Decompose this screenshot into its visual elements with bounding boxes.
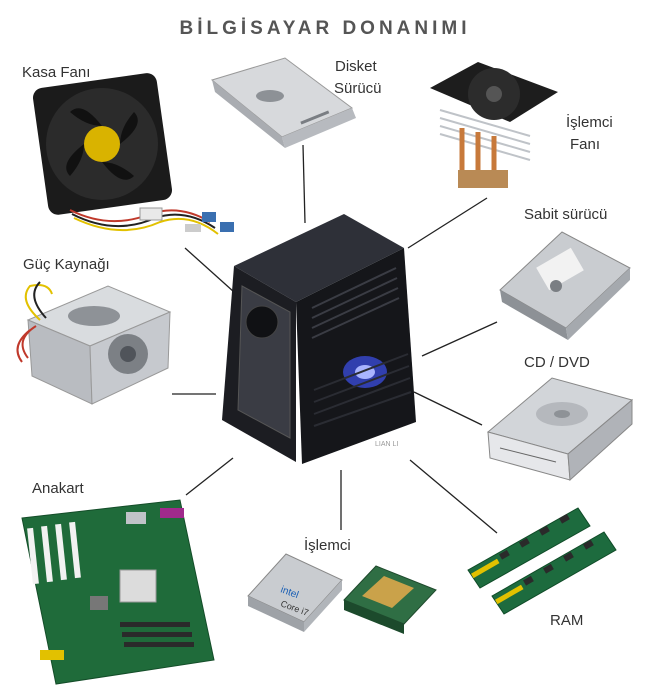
case-fan-image	[32, 73, 234, 235]
label-sabit-surucu: Sabit sürücü	[524, 206, 608, 223]
diagram-title: BİLGİSAYAR DONANIMI	[179, 18, 471, 39]
label-guc-kaynagi: Güç Kaynağı	[23, 256, 110, 273]
cpu-cooler-image	[430, 62, 558, 188]
ram-image	[467, 507, 617, 615]
connector-cd-dvd	[413, 391, 483, 426]
connector-sabit-surucu	[421, 321, 498, 357]
label-cd-dvd: CD / DVD	[524, 354, 590, 371]
connector-disket	[302, 144, 306, 224]
label-islemci: İşlemci	[304, 537, 351, 554]
motherboard-image	[21, 499, 215, 685]
connector-lines	[172, 144, 498, 534]
label-disket-line2: Sürücü	[334, 80, 382, 97]
label-kasa-fani: Kasa Fanı	[22, 64, 91, 81]
hard-drive-image	[499, 231, 631, 340]
cd-dvd-drive-image	[486, 377, 634, 482]
label-islemci-fani-line1: İşlemci	[566, 114, 613, 131]
floppy-drive-image	[210, 57, 356, 148]
label-islemci-fani-line2: Fanı	[570, 136, 601, 153]
power-supply-image	[16, 281, 172, 405]
case-brand-text: LIAN LI	[375, 441, 398, 448]
label-ram: RAM	[550, 612, 584, 629]
connector-islemci-fani	[407, 197, 488, 249]
computer-case-image: LIAN LI	[222, 214, 416, 464]
connector-kasa-fani	[184, 247, 235, 293]
cpu-image: intel Core i7	[247, 553, 437, 634]
label-anakart: Anakart	[32, 480, 84, 497]
connector-ram	[409, 459, 498, 534]
label-disket-line1: Disket	[335, 58, 377, 75]
connector-anakart	[185, 457, 234, 496]
